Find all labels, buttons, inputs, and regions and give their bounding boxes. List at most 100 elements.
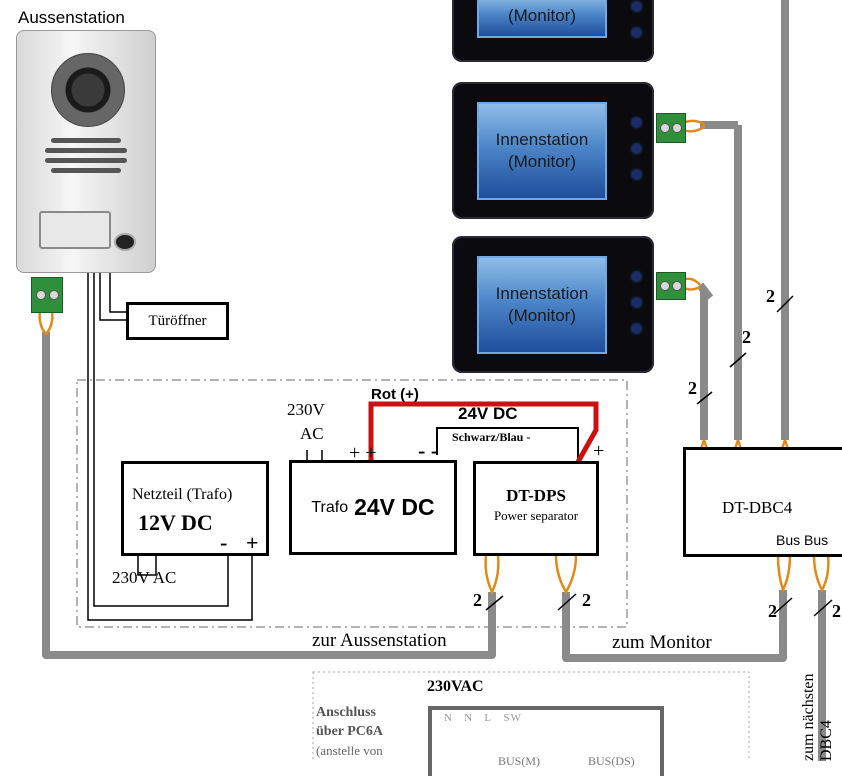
- trafo-plus-mark: + +: [349, 442, 377, 464]
- power-supply-voltage: 12V DC: [138, 510, 213, 535]
- red-wire-label: Rot (+): [371, 386, 419, 403]
- pc6a-terminal-n1: N: [444, 712, 453, 724]
- wire-black-minus: [436, 427, 579, 462]
- monitor-3-terminal-block: [656, 272, 686, 300]
- speaker-grille: [45, 133, 127, 178]
- trafo-box: Trafo 24V DC: [289, 460, 457, 555]
- door-opener-box: Türöffner: [126, 302, 229, 340]
- wire-door-opener-1: [99, 270, 127, 321]
- pc6a-conn-line1: Anschluss: [316, 705, 376, 720]
- wire-psu-minus: [87, 270, 253, 621]
- monitor-2-screen: Innenstation (Monitor): [477, 102, 607, 200]
- wire-red-plus: [368, 401, 599, 466]
- slash-m3: [729, 352, 747, 368]
- black-wire-label: Schwarz/Blau -: [452, 430, 531, 444]
- trafo-ac-line1: 230V: [287, 400, 325, 419]
- monitor-1: (Monitor): [452, 0, 654, 62]
- dc-wire-label: 24V DC: [458, 404, 518, 423]
- slash-dbc-bus1: [773, 597, 793, 615]
- outdoor-station-title: Aussenstation: [18, 8, 125, 27]
- dbc4-bus-ports: Bus Bus: [776, 532, 829, 548]
- to-monitor-label: zum Monitor: [612, 632, 712, 653]
- bus-count-monitor: 2: [582, 590, 591, 610]
- door-opener-label: Türöffner: [148, 312, 207, 329]
- pc6a-conn-line2: über PC6A: [316, 724, 384, 739]
- to-outdoor-label: zur Aussenstation: [312, 630, 447, 651]
- power-area-frame: [76, 379, 628, 628]
- monitor-1-line2: (Monitor): [507, 6, 576, 25]
- monitor-2: Innenstation (Monitor): [452, 82, 654, 219]
- trafo-ac-line2: AC: [300, 424, 324, 443]
- wire-psu-plus: [93, 270, 229, 607]
- bus-count-m3: 2: [742, 327, 751, 347]
- power-supply-minus: -: [220, 530, 228, 555]
- monitor-3-button-icon: [632, 272, 641, 281]
- monitor-2-line1: Innenstation: [495, 130, 589, 149]
- to-next-line1: zum nächsten: [800, 673, 817, 761]
- monitor-3-line1: Innenstation: [495, 284, 589, 303]
- pc6a-terminals: N N L SW: [444, 712, 522, 724]
- pc6a-ac-label: 230VAC: [427, 678, 484, 695]
- wire-door-opener-2: [109, 270, 127, 313]
- bus-count-outdoor: 2: [473, 590, 482, 610]
- bus-count-m1: 2: [766, 286, 775, 306]
- power-supply-name: Netzteil (Trafo): [132, 486, 233, 503]
- slash-outdoor: [485, 595, 504, 611]
- trafo-minus-mark: - -: [418, 438, 439, 463]
- monitor-3-button-icon: [632, 298, 641, 307]
- slash-dbc-bus2: [813, 599, 833, 617]
- monitor-3-screen: Innenstation (Monitor): [477, 256, 607, 354]
- bus-cable-monitor: [562, 590, 787, 662]
- pc6a-terminal-n2: N: [464, 712, 474, 724]
- monitor-2-button-icon: [632, 170, 641, 179]
- wire-end-dbc-bus1: [776, 554, 792, 594]
- monitor-2-terminal-block: [656, 113, 686, 143]
- trafo-voltage: 24V DC: [354, 494, 435, 520]
- monitor-1-button-icon: [632, 28, 641, 37]
- power-supply-ac-label: 230V AC: [112, 568, 177, 587]
- outdoor-terminal-block: [31, 277, 63, 313]
- monitor-2-line2: (Monitor): [507, 152, 576, 171]
- bus-count-m2: 2: [688, 378, 697, 398]
- camera-icon: [51, 53, 125, 127]
- wire-end-outdoor: [38, 309, 54, 336]
- slash-m2: [696, 391, 713, 405]
- call-button: [114, 233, 136, 251]
- pc6a-bus-ds: BUS(DS): [588, 754, 635, 768]
- dps-title: DT-DPS: [506, 486, 566, 505]
- bus-count-dbc-1: 2: [768, 601, 777, 621]
- power-supply-box: Netzteil (Trafo) 12V DC - +: [121, 461, 269, 556]
- monitor-3-line2: (Monitor): [507, 306, 576, 325]
- monitor-3-button-icon: [632, 324, 641, 333]
- trafo-prefix: Trafo: [311, 498, 349, 516]
- monitor-1-screen: (Monitor): [477, 0, 607, 38]
- to-next-line2: DBC4: [818, 720, 835, 761]
- monitor-3: Innenstation (Monitor): [452, 236, 654, 373]
- dps-subtitle: Power separator: [493, 508, 579, 523]
- pc6a-box: N N L SW BUS(M) BUS(DS): [428, 706, 664, 776]
- dbc4-box: DT-DBC4 Bus Bus: [683, 447, 842, 557]
- power-supply-plus: +: [246, 530, 259, 555]
- slash-monitor: [557, 593, 577, 611]
- monitor-2-button-icon: [632, 118, 641, 127]
- dbc4-title: DT-DBC4: [722, 498, 793, 517]
- bus-cable-m2-top: [696, 282, 714, 301]
- dps-box: DT-DPS Power separator: [473, 461, 599, 556]
- dps-plus-mark: +: [593, 440, 605, 462]
- wire-end-dps-right: [554, 554, 578, 595]
- pc6a-conn-line3: (anstelle von: [316, 743, 383, 758]
- pc6a-bus-m: BUS(M): [498, 754, 541, 768]
- to-next-dbc4-label: zum nächsten DBC4: [800, 673, 836, 761]
- wire-end-dps-left: [484, 554, 500, 595]
- pc6a-terminal-l: L: [484, 712, 493, 724]
- wire-end-dbc-bus2: [812, 554, 830, 593]
- pc6a-terminal-sw: SW: [503, 712, 522, 724]
- bus-count-dbc-2: 2: [832, 601, 841, 621]
- name-plate: [39, 211, 111, 249]
- bus-cable-outdoor: [42, 332, 496, 659]
- outdoor-station: [16, 30, 156, 273]
- monitor-2-button-icon: [632, 144, 641, 153]
- slash-m1: [776, 295, 794, 313]
- monitor-1-button-icon: [632, 2, 641, 11]
